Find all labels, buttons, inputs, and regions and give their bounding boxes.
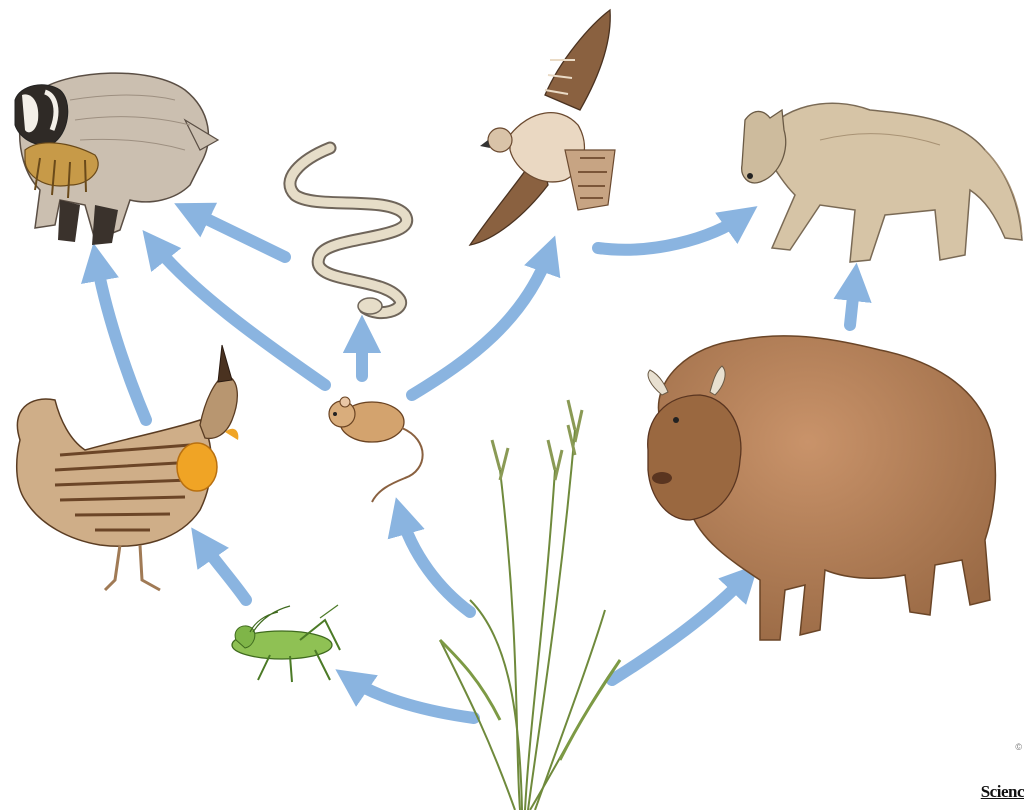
arrow-chicken-to-badger — [96, 258, 146, 420]
brand-logo-text: Scienc — [981, 782, 1024, 802]
arrow-hawk-to-wolf — [598, 215, 745, 250]
arrow-grasshopper-to-chicken — [200, 540, 246, 600]
hawk-illustration — [470, 10, 615, 245]
mouse-illustration — [329, 397, 423, 502]
arrow-mouse-to-badger — [152, 242, 325, 385]
copyright-mark: © — [1015, 742, 1022, 752]
arrow-mouse-to-hawk — [412, 250, 550, 395]
snake-illustration — [290, 148, 407, 314]
badger-illustration — [15, 73, 218, 245]
arrow-snake-to-badger — [188, 210, 285, 257]
grasshopper-illustration — [232, 605, 340, 682]
arrow-grass-to-grasshopper — [348, 678, 474, 718]
arrow-bison-to-wolf — [850, 278, 855, 325]
wolf-illustration — [742, 103, 1022, 262]
bison-illustration — [648, 336, 996, 640]
arrow-grass-to-mouse — [400, 512, 470, 612]
arrow-grass-to-bison — [612, 575, 748, 680]
